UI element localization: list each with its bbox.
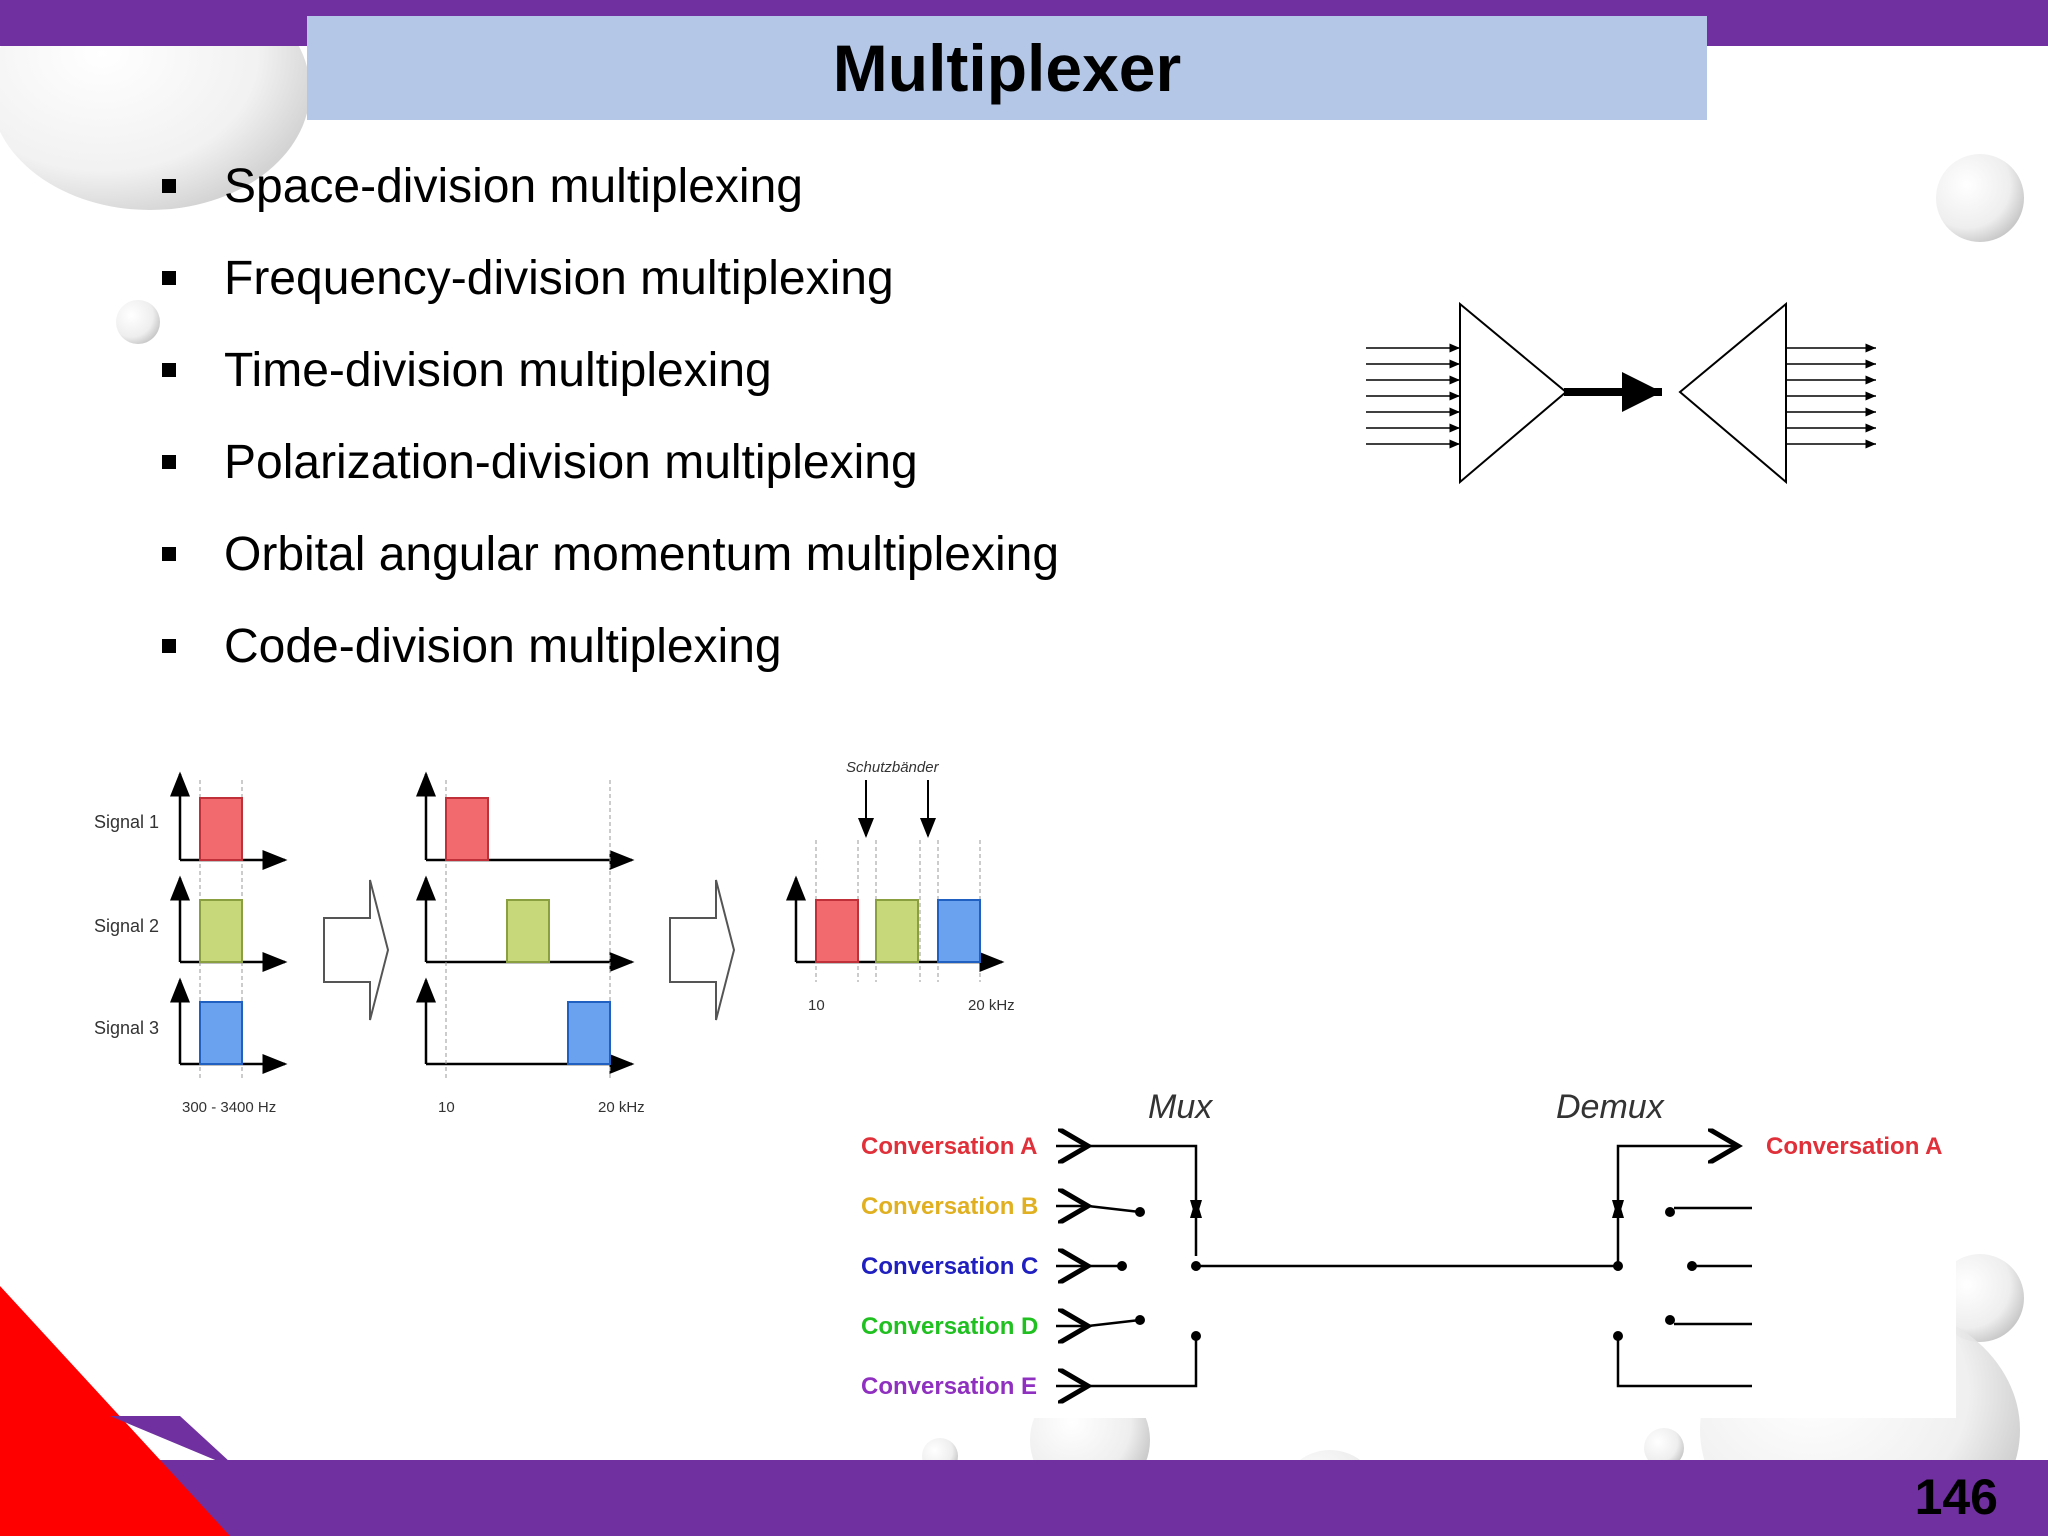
bullet-text: Polarization-division multiplexing — [224, 435, 918, 489]
bullet-item: Orbital angular momentum multiplexing — [160, 508, 1059, 600]
bullet-marker — [162, 363, 176, 377]
multiplexer-symbol-diagram — [1366, 301, 1876, 485]
conversation-e-label: Conversation E — [861, 1373, 1037, 1400]
switch-contacts — [1117, 1198, 1697, 1341]
bullet-item: Code-division multiplexing — [160, 600, 1059, 692]
mux-label: Mux — [1148, 1088, 1213, 1126]
stage2-low-label: 10 — [438, 1099, 455, 1116]
stage3-low-label: 10 — [808, 997, 825, 1014]
combined-band-2 — [875, 899, 919, 963]
bullet-marker — [162, 455, 176, 469]
slide-page-number: 146 — [1914, 1469, 1998, 1525]
conversation-c-label: Conversation C — [861, 1253, 1038, 1280]
stage2-high-label: 20 kHz — [598, 1099, 645, 1116]
signal-1-label: Signal 1 — [94, 812, 159, 832]
bullet-text: Frequency-division multiplexing — [224, 251, 894, 305]
demux-label: Demux — [1556, 1088, 1665, 1126]
bullet-text: Space-division multiplexing — [224, 159, 803, 213]
bullet-marker — [162, 271, 176, 285]
bullet-item: Frequency-division multiplexing — [160, 232, 1059, 324]
bullet-item: Time-division multiplexing — [160, 324, 1059, 416]
diagram-background — [856, 1078, 1956, 1418]
guard-band-label: Schutzbänder — [846, 759, 940, 776]
bullet-item: Space-division multiplexing — [160, 140, 1059, 232]
band-label: 300 - 3400 Hz — [182, 1099, 276, 1116]
signal-2-band — [199, 899, 243, 963]
output-arrows — [1786, 343, 1876, 449]
bullet-text: Code-division multiplexing — [224, 619, 782, 673]
shifted-band-1 — [445, 797, 489, 861]
stage3-high-label: 20 kHz — [968, 997, 1015, 1014]
title-banner: Multiplexer — [307, 16, 1707, 120]
bullet-list: Space-division multiplexing Frequency-di… — [160, 140, 1059, 692]
mux-triangle — [1459, 301, 1568, 485]
combined-band-1 — [815, 899, 859, 963]
signal-2-label: Signal 2 — [94, 916, 159, 936]
guard-band-arrows — [858, 780, 936, 838]
bullet-marker — [162, 547, 176, 561]
shifted-band-3 — [567, 1001, 611, 1065]
shifted-band-2 — [506, 899, 550, 963]
block-arrow-1 — [323, 879, 390, 1021]
bullet-text: Time-division multiplexing — [224, 343, 772, 397]
output-conversation-label: Conversation A — [1766, 1133, 1942, 1160]
demux-triangle — [1678, 301, 1787, 485]
bullet-marker — [162, 639, 176, 653]
stage1-axes — [170, 771, 288, 1074]
conversation-b-label: Conversation B — [861, 1193, 1038, 1220]
slide-title: Multiplexer — [832, 31, 1182, 105]
input-arrows — [1366, 343, 1460, 449]
mux-lines — [1056, 1146, 1752, 1386]
signal-3-label: Signal 3 — [94, 1018, 159, 1038]
combined-band-3 — [937, 899, 981, 963]
bullet-item: Polarization-division multiplexing — [160, 416, 1059, 508]
conversation-d-label: Conversation D — [861, 1313, 1038, 1340]
signal-1-band — [199, 797, 243, 861]
conversation-a-label: Conversation A — [861, 1133, 1037, 1160]
bullet-marker — [162, 179, 176, 193]
signal-3-band — [199, 1001, 243, 1065]
fdm-diagram: Signal 1 Signal 2 Signal 3 300 - 3400 Hz… — [94, 759, 1015, 1116]
mux-demux-diagram: Mux Demux Conversation A Conversation B … — [856, 1078, 1956, 1418]
bullet-text: Orbital angular momentum multiplexing — [224, 527, 1060, 581]
block-arrow-2 — [669, 879, 736, 1021]
bottom-accent-bar — [0, 1460, 2048, 1536]
